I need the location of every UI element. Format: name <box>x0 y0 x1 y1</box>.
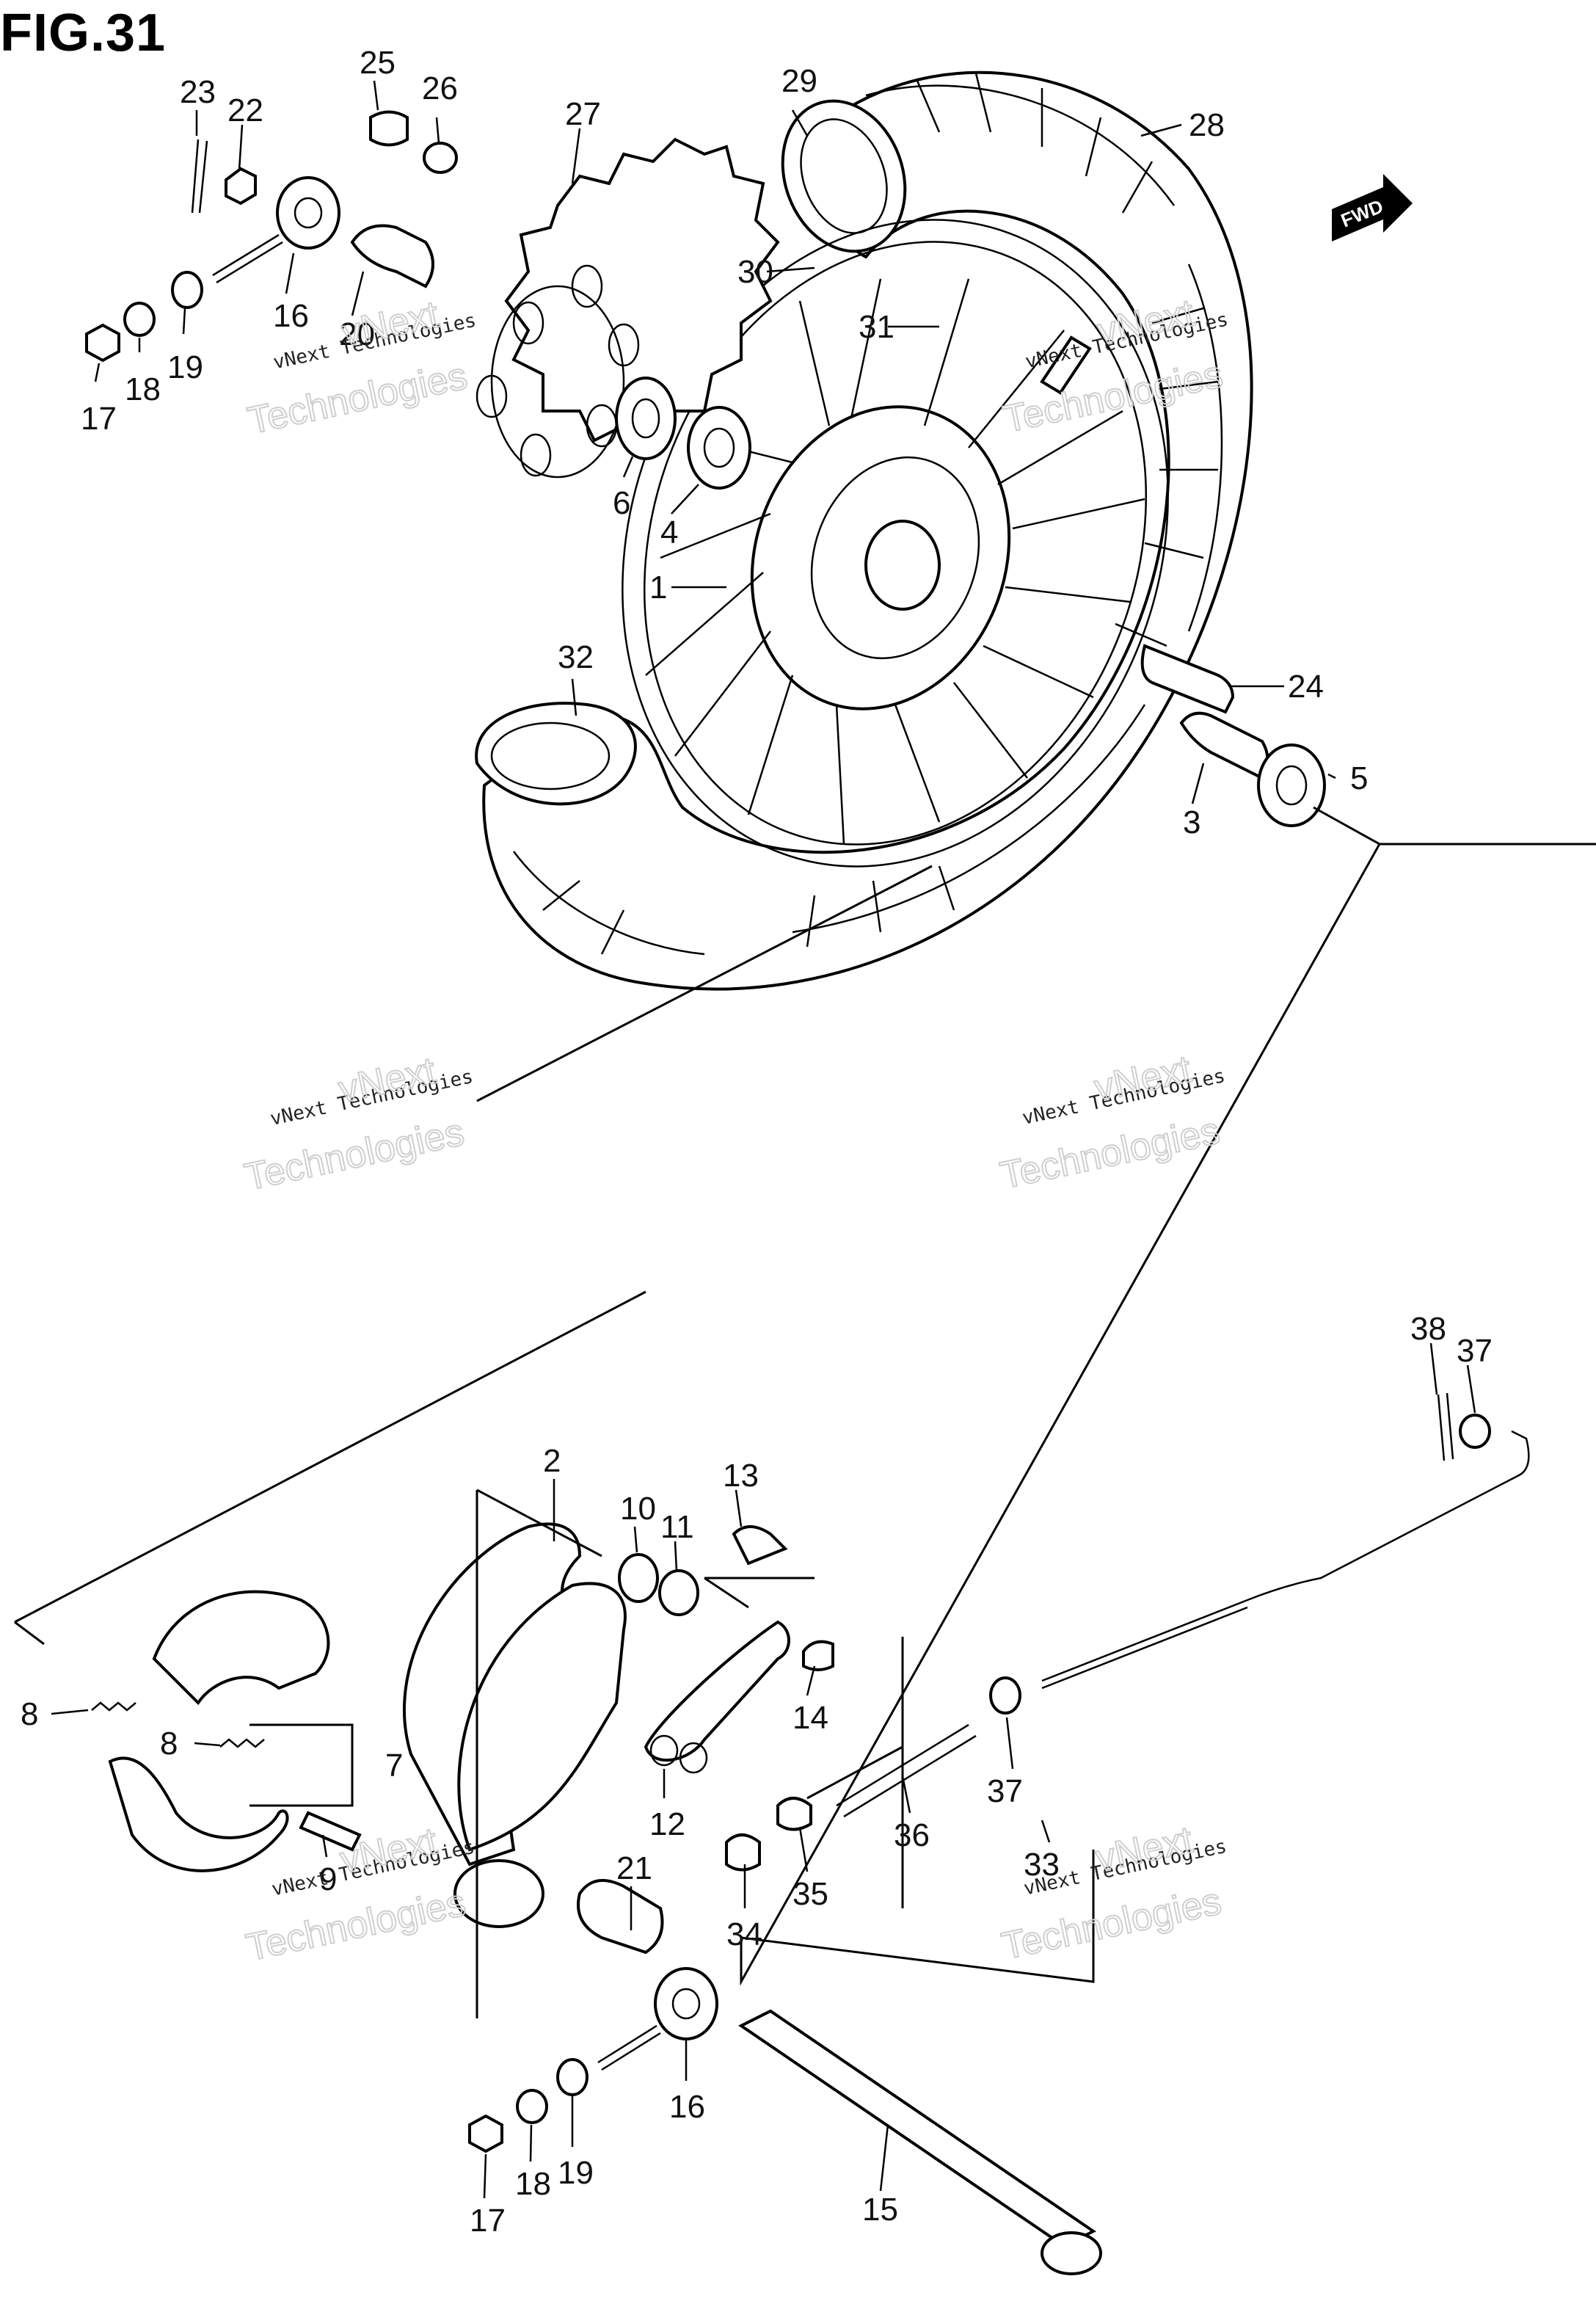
callout-9: 9 <box>319 1861 337 1897</box>
callout-8-left: 8 <box>21 1696 38 1732</box>
callout-8-shoe: 8 <box>160 1726 178 1762</box>
callout-17-lower: 17 <box>470 2203 506 2239</box>
callout-21: 21 <box>616 1850 652 1886</box>
callout-36: 36 <box>894 1817 930 1853</box>
callout-14: 14 <box>792 1700 828 1736</box>
callout-35: 35 <box>792 1876 828 1912</box>
callout-25: 25 <box>360 45 396 81</box>
callout-16: 16 <box>273 298 309 334</box>
callout-28: 28 <box>1189 107 1225 143</box>
callout-19: 19 <box>167 349 203 385</box>
callout-1: 1 <box>649 570 667 606</box>
callout-10: 10 <box>620 1491 656 1527</box>
callout-18-lower: 18 <box>515 2166 551 2202</box>
callout-29: 29 <box>781 63 817 99</box>
callout-11: 11 <box>660 1509 694 1545</box>
callout-16-lower: 16 <box>669 2089 705 2125</box>
watermark-large-5a: vNext <box>337 1820 442 1882</box>
callout-4: 4 <box>660 515 678 550</box>
callout-33: 33 <box>1024 1847 1060 1883</box>
callout-labels: 23 22 25 26 27 29 28 16 20 17 18 19 30 3… <box>21 45 1493 2239</box>
watermark-large-1a: vNext <box>338 293 443 355</box>
callout-31: 31 <box>859 309 894 345</box>
watermark-large-6a: vNext <box>1092 1818 1197 1880</box>
callout-37-top: 37 <box>1457 1333 1493 1369</box>
rear-sprocket <box>475 137 780 479</box>
callout-3: 3 <box>1183 804 1200 840</box>
callout-30: 30 <box>737 254 773 290</box>
callout-7: 7 <box>385 1748 403 1784</box>
callout-18: 18 <box>125 371 161 407</box>
watermarks: vNext Technologies vNext Technologies vN… <box>240 291 1230 1970</box>
callout-37-lower: 37 <box>987 1773 1023 1809</box>
figure-title: FIG.31 <box>0 4 167 62</box>
callout-34: 34 <box>726 1916 762 1952</box>
callout-5: 5 <box>1350 760 1368 796</box>
callout-2: 2 <box>543 1443 561 1479</box>
callout-27: 27 <box>565 96 601 132</box>
assembly-guide-lines <box>14 806 1596 2018</box>
callout-leaders <box>51 80 1476 2199</box>
callout-38: 38 <box>1410 1311 1446 1347</box>
axle-hardware-top <box>85 110 1413 827</box>
callout-17: 17 <box>81 401 117 437</box>
callout-13: 13 <box>723 1458 759 1494</box>
callout-20: 20 <box>339 316 375 352</box>
watermark-large-3a: vNext <box>335 1050 440 1111</box>
rear-wheel-assembly <box>475 70 1253 991</box>
callout-23: 23 <box>180 74 216 110</box>
callout-22: 22 <box>227 92 263 128</box>
callout-6: 6 <box>613 485 630 521</box>
brake-and-torque-assembly <box>91 1392 1530 2275</box>
callout-32: 32 <box>558 639 594 675</box>
callout-12: 12 <box>649 1806 685 1842</box>
callout-26: 26 <box>422 70 458 106</box>
callout-15: 15 <box>862 2192 898 2228</box>
callout-24: 24 <box>1288 669 1324 705</box>
watermark-large-4a: vNext <box>1090 1048 1195 1110</box>
callout-19-lower: 19 <box>558 2155 594 2191</box>
